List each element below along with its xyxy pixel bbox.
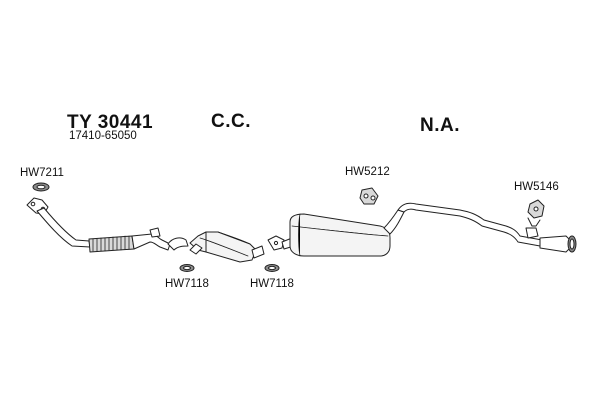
part-number-title: TY 30441 <box>67 112 154 133</box>
gasket-hw7118-left <box>179 264 195 272</box>
label-hw7118-left: HW7118 <box>165 278 209 290</box>
oem-number: 17410-65050 <box>69 130 137 142</box>
label-hw5212: HW5212 <box>345 166 390 178</box>
catalytic-converter <box>189 231 265 263</box>
gasket-hw7211 <box>32 182 50 192</box>
hanger-hw5146 <box>525 199 545 239</box>
section-label-na: N.A. <box>420 115 460 136</box>
tail-pipe <box>397 202 577 253</box>
section-label-cc: C.C. <box>211 111 251 132</box>
label-hw7211: HW7211 <box>20 167 64 179</box>
label-hw7118-right: HW7118 <box>250 278 294 290</box>
hanger-hw5212 <box>359 187 379 205</box>
gasket-hw7118-right <box>264 264 280 272</box>
front-pipe <box>26 197 189 253</box>
rear-silencer <box>289 209 405 257</box>
label-hw5146: HW5146 <box>514 181 559 193</box>
